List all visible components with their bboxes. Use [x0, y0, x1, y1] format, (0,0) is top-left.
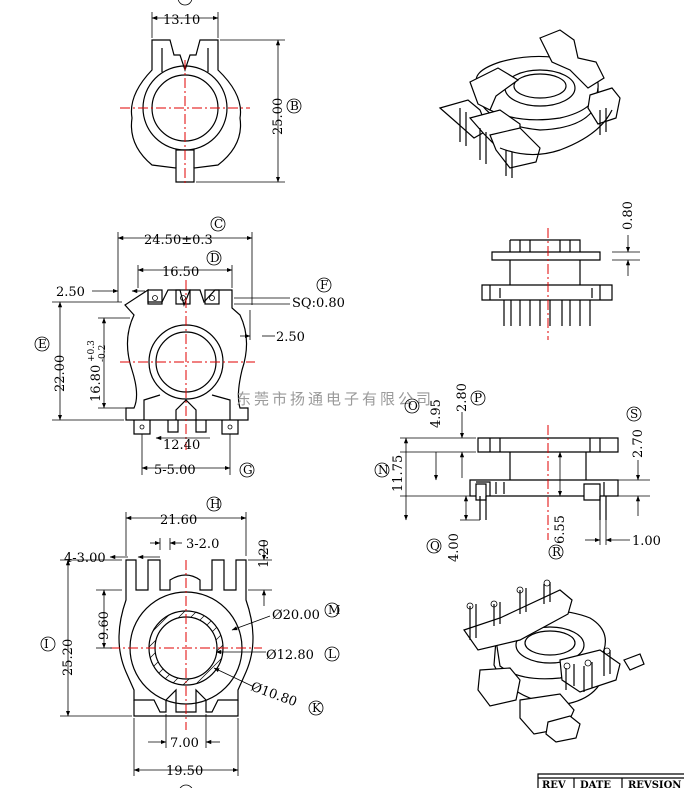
dim-slot-depth: 1.20 [257, 539, 272, 568]
title-block-rev: REV [542, 780, 566, 788]
title-block: REV DATE REVSION [537, 773, 684, 788]
dim-flange-gap: 2.80 [455, 383, 470, 412]
title-block-date: DATE [580, 780, 611, 788]
front-view: 24.50±0.3 C 16.50 D 2.50 SQ:0.80 F 2.50 … [34, 216, 345, 478]
dim-base-slot: 7.00 [170, 736, 199, 751]
side-elevation: 4.95 O 2.80 P 11.75 N 2.70 S 4.00 Q 6.55… [374, 383, 661, 562]
dim-pin-dia: 1.00 [632, 534, 661, 549]
marker-b: B [290, 99, 299, 113]
dim-pin-pitch: 5-5.00 [154, 463, 196, 478]
dim-pin-offset: 2.50 [56, 285, 85, 300]
marker-d: D [210, 251, 220, 265]
dim-inner-tol-lower: -0.2 [98, 345, 108, 362]
top-view: 13.10 25.00 B [120, 0, 302, 185]
marker-g: G [243, 463, 253, 477]
dim-body-height: 6.55 [553, 515, 568, 544]
marker-r: R [552, 545, 562, 559]
marker-s: S [630, 407, 638, 421]
marker-n: N [378, 463, 389, 477]
dim-bottom-width: 21.60 [160, 513, 197, 528]
dim-inner-dia: Ø12.80 [266, 648, 314, 663]
marker-f: F [320, 278, 328, 292]
marker-p: P [474, 391, 482, 405]
marker-q: Q [430, 539, 440, 553]
dim-base-width: 19.50 [166, 764, 203, 779]
dim-core-dia: Ø10.80 [249, 680, 299, 710]
dim-slot-pitch-3: 3-2.0 [186, 537, 219, 552]
dim-side-pin-sq: 0.80 [621, 201, 636, 230]
bottom-view: 21.60 H 4-3.00 3-2.0 1.20 25.20 I 9.60 Ø… [40, 496, 340, 788]
iso-view-top [438, 29, 621, 178]
dim-bottom-height: 25.20 [61, 639, 76, 676]
marker-m: M [328, 603, 340, 617]
marker-l: L [328, 647, 336, 661]
dim-pin-length: 4.00 [447, 533, 462, 562]
dim-flange-top: 4.95 [429, 399, 444, 428]
dim-pin-span: 16.50 [162, 265, 199, 280]
marker-i: I [44, 637, 49, 651]
side-view-upper: 0.80 [481, 201, 640, 340]
dim-pin-sq: SQ:0.80 [292, 296, 345, 311]
dim-outer-dia: Ø20.00 [272, 608, 320, 623]
marker-k: K [312, 701, 322, 715]
iso-view-bottom [463, 579, 645, 743]
dim-right-flange: 2.70 [631, 429, 646, 458]
marker-h: H [210, 497, 220, 511]
marker-o: O [408, 399, 418, 413]
dim-overall-width: 24.50±0.3 [144, 233, 213, 248]
dim-side-offset: 2.50 [276, 330, 305, 345]
dim-slot-pitch-4: 4-3.00 [64, 551, 106, 566]
dim-inner-height: 16.80 [89, 365, 104, 402]
dim-bore-offset: 9.60 [97, 611, 112, 640]
watermark-text: 东莞市扬通电子有限公司 [236, 390, 434, 408]
dim-top-width: 13.10 [163, 13, 200, 28]
dim-overall-height: 22.00 [53, 355, 68, 392]
marker-c: C [214, 217, 223, 231]
marker-e: E [38, 337, 47, 351]
dim-slot-width: 12.40 [163, 438, 200, 453]
title-block-revision: REVSION [628, 780, 681, 788]
dim-inner-tol-upper: +0.3 [87, 340, 97, 362]
dim-top-height: 25.00 [271, 98, 286, 135]
dim-overall-side-height: 11.75 [391, 455, 406, 492]
